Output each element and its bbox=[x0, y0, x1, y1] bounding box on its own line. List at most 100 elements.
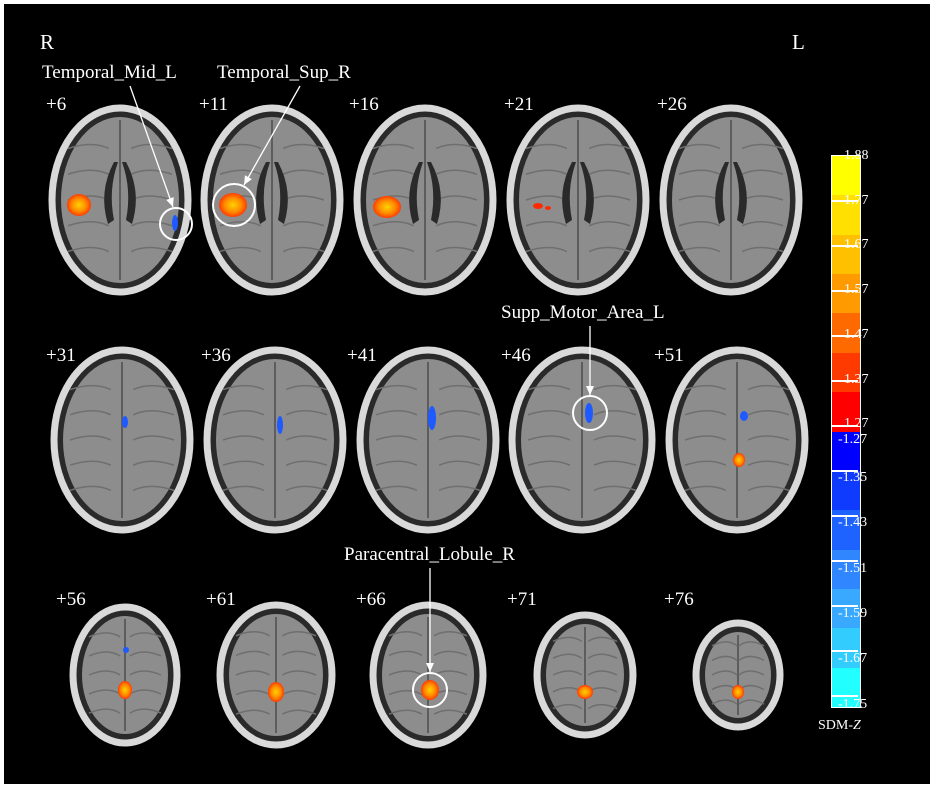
brain-slice-7 bbox=[356, 346, 500, 534]
gyrus-line bbox=[747, 435, 790, 441]
colorbar-segment bbox=[832, 549, 860, 590]
annotation-arrow bbox=[129, 85, 174, 208]
colorbar-segment bbox=[832, 431, 860, 472]
gyrus-line bbox=[88, 651, 121, 657]
colorbar-tick bbox=[832, 290, 858, 292]
gyrus-line bbox=[132, 460, 175, 466]
gyrus-line bbox=[588, 143, 631, 150]
gyrus-line bbox=[88, 708, 121, 714]
gyrus-line bbox=[67, 246, 110, 253]
slice-label: +31 bbox=[46, 345, 76, 366]
colorbar-tick-label: 1.37 bbox=[844, 372, 869, 388]
gyrus-line bbox=[527, 410, 571, 416]
gyrus-line bbox=[525, 246, 568, 253]
gyrus-line bbox=[285, 384, 328, 391]
gyrus-line bbox=[552, 670, 583, 676]
ventricle bbox=[274, 162, 288, 224]
activation-positive bbox=[732, 685, 744, 699]
arrow-head bbox=[166, 197, 174, 207]
slice-label: +61 bbox=[206, 589, 236, 610]
gyrus-line bbox=[552, 703, 583, 710]
gyrus-line bbox=[282, 709, 317, 715]
gyrus-line bbox=[222, 460, 265, 466]
colorbar-tick bbox=[832, 560, 858, 562]
colorbar-tick-label: 1.57 bbox=[844, 282, 869, 298]
ventricle bbox=[715, 162, 729, 224]
colorbar-tick bbox=[832, 470, 858, 472]
colorbar bbox=[831, 155, 861, 708]
gyrus-line bbox=[684, 410, 727, 416]
gyrus-line bbox=[438, 460, 481, 466]
colorbar-tick bbox=[832, 650, 858, 652]
gyrus-line bbox=[69, 460, 112, 466]
colorbar-tick-label: -1.35 bbox=[838, 470, 868, 485]
colorbar-segment bbox=[832, 470, 860, 512]
gyrus-line bbox=[222, 485, 265, 492]
ventricle bbox=[409, 162, 423, 224]
colorbar-segment bbox=[832, 274, 860, 315]
slice-label: +46 bbox=[501, 345, 531, 366]
gyrus-line bbox=[435, 246, 478, 253]
slice-label: +26 bbox=[657, 94, 687, 115]
gyrus-line bbox=[738, 641, 765, 647]
gyrus-line bbox=[711, 641, 738, 647]
brain-slice-9 bbox=[665, 346, 809, 534]
gyrus-line bbox=[132, 384, 175, 391]
brain-slice-13 bbox=[533, 611, 637, 739]
gyrus-line bbox=[527, 384, 571, 391]
gyrus-line bbox=[69, 384, 112, 391]
colorbar-segment bbox=[832, 313, 860, 354]
gyrus-line bbox=[130, 143, 173, 150]
gyrus-line bbox=[711, 670, 738, 676]
gyrus-line bbox=[747, 485, 790, 492]
slice-label: +66 bbox=[356, 589, 386, 610]
colorbar-segment bbox=[832, 628, 860, 669]
colorbar-segment bbox=[832, 352, 860, 394]
gyrus-line bbox=[388, 650, 423, 657]
gyrus-line bbox=[741, 246, 784, 253]
gyrus-line bbox=[438, 485, 481, 492]
slice-label: +16 bbox=[349, 94, 379, 115]
gyrus-line bbox=[741, 143, 784, 150]
gyrus-line bbox=[525, 143, 568, 150]
gyrus-line bbox=[372, 143, 415, 150]
activation-positive bbox=[577, 685, 593, 699]
colorbar-segment bbox=[832, 667, 860, 707]
gyrus-line bbox=[282, 650, 317, 657]
gyrus-line bbox=[67, 221, 110, 227]
gyrus-line bbox=[222, 410, 265, 416]
colorbar-tick-label: -1.59 bbox=[838, 606, 868, 621]
arrow-head bbox=[586, 386, 594, 395]
brain-slice-8 bbox=[508, 346, 656, 534]
colorbar-tick bbox=[832, 200, 858, 202]
ventricle bbox=[562, 162, 576, 224]
gyrus-line bbox=[129, 670, 162, 676]
gyrus-line bbox=[678, 169, 721, 175]
slice-label: +51 bbox=[654, 345, 684, 366]
highlight-circle bbox=[572, 395, 608, 431]
gyrus-line bbox=[235, 689, 270, 696]
gyrus-line bbox=[67, 143, 110, 150]
gyrus-line bbox=[235, 631, 270, 637]
activation-positive bbox=[118, 681, 132, 699]
activation-negative bbox=[585, 403, 593, 423]
ventricle bbox=[580, 162, 594, 224]
gyrus-line bbox=[438, 410, 481, 416]
gyrus-line bbox=[222, 435, 265, 441]
gyrus-line bbox=[372, 221, 415, 227]
colorbar-tick-label: 1.88 bbox=[844, 148, 869, 163]
colorbar-segment bbox=[832, 195, 860, 236]
gyrus-line bbox=[282, 169, 325, 175]
gyrus-line bbox=[587, 670, 618, 676]
slice-label: +76 bbox=[664, 589, 694, 610]
gyrus-line bbox=[375, 435, 418, 441]
gyrus-line bbox=[375, 384, 418, 391]
colorbar-segment bbox=[832, 156, 860, 197]
gyrus-line bbox=[433, 709, 468, 715]
gyrus-line bbox=[282, 670, 317, 676]
brain-slice-5 bbox=[50, 346, 194, 534]
gyrus-line bbox=[132, 435, 175, 441]
colorbar-tick bbox=[832, 245, 858, 247]
brain-slice-2 bbox=[353, 104, 497, 296]
brain-slice-14 bbox=[692, 619, 784, 731]
